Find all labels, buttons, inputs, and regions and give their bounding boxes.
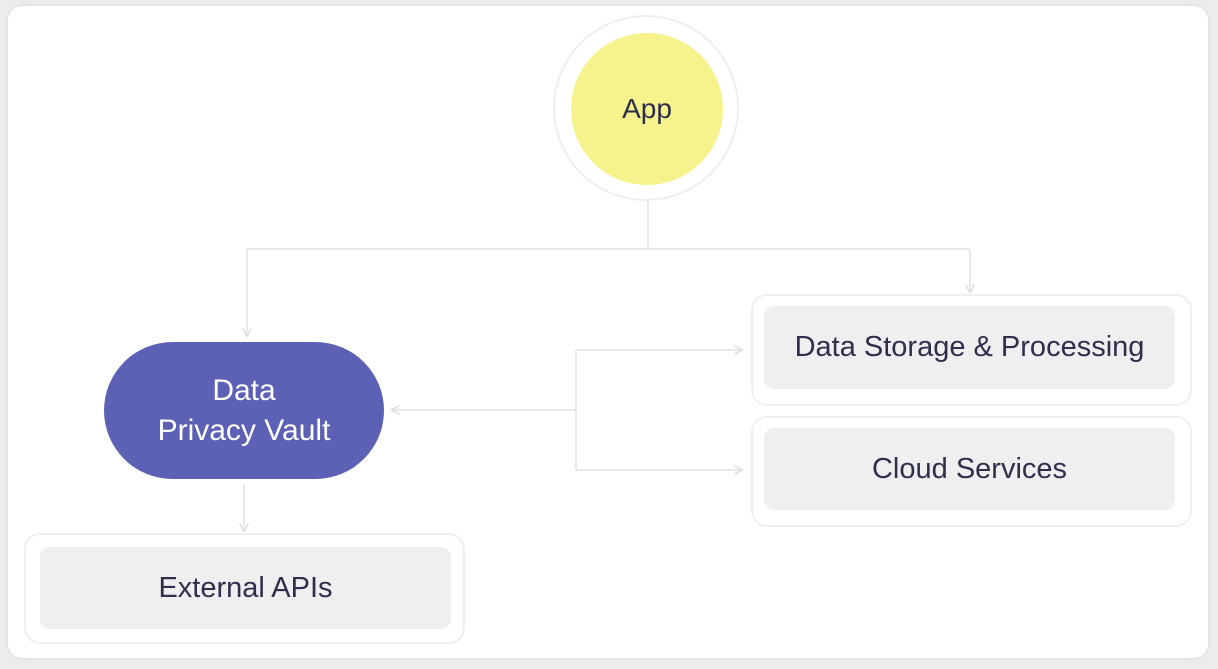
data-privacy-vault-node: Data Privacy Vault <box>104 342 384 479</box>
app-node: App <box>571 33 723 185</box>
external-apis-label: External APIs <box>158 571 333 604</box>
vault-label-line2: Privacy Vault <box>157 413 331 447</box>
vault-label-line1: Data <box>212 373 276 407</box>
cloud-services-node: Cloud Services <box>764 428 1175 510</box>
data-storage-node: Data Storage & Processing <box>764 306 1175 389</box>
external-apis-node: External APIs <box>40 547 451 629</box>
app-node-label: App <box>622 93 672 124</box>
data-storage-label: Data Storage & Processing <box>794 331 1145 363</box>
cloud-services-label: Cloud Services <box>871 452 1068 485</box>
